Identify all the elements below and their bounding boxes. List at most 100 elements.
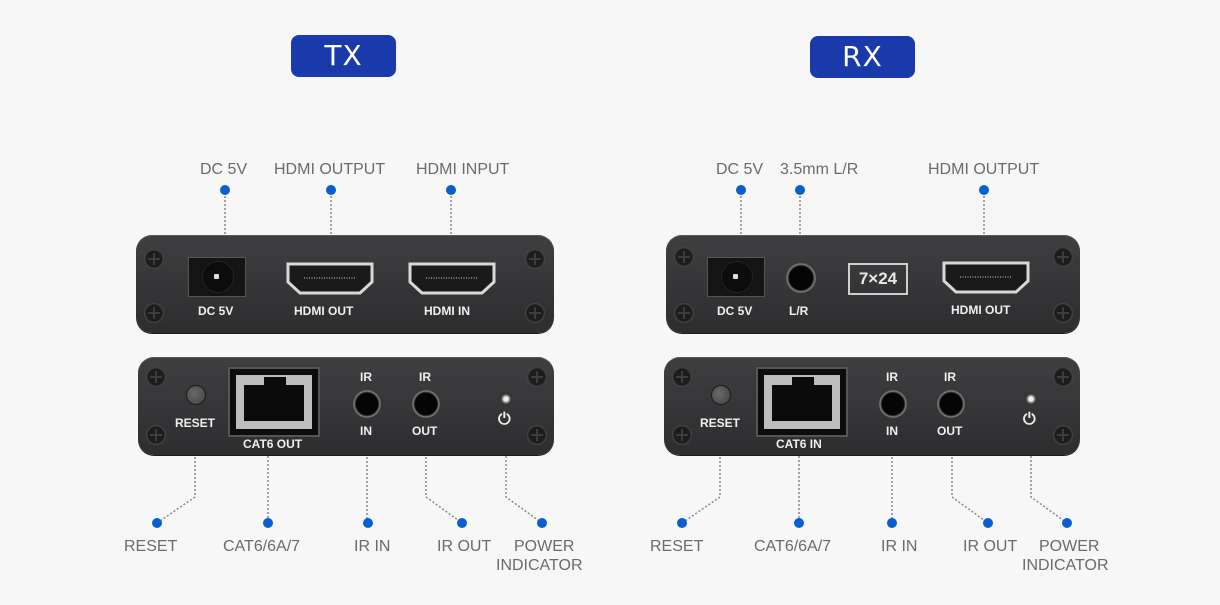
tx-hdmi-out-port-icon bbox=[286, 262, 374, 295]
rx-callout-ir-out: IR OUT bbox=[963, 538, 1018, 555]
screw-icon bbox=[146, 425, 166, 445]
tx-front-panel: DC 5V HDMI OUT HDMI IN bbox=[136, 235, 554, 333]
rx-callout-reset: RESET bbox=[650, 538, 704, 555]
power-icon: ⏻ bbox=[498, 411, 511, 428]
rx-rear-label-ir-in: IN bbox=[886, 424, 898, 438]
tx-rear-label-ir-in-top: IR bbox=[360, 370, 372, 384]
rx-ir-out-jack bbox=[937, 390, 965, 418]
rx-line-ir-out bbox=[951, 405, 989, 524]
tx-line-reset bbox=[156, 405, 196, 524]
rx-line-power bbox=[1030, 440, 1068, 524]
tx-callout-hdmi-input: HDMI INPUT bbox=[416, 161, 510, 178]
screw-icon bbox=[672, 367, 692, 387]
tx-rear-label-cat6: CAT6 OUT bbox=[243, 437, 303, 451]
screw-icon bbox=[1053, 367, 1073, 387]
rx-rear-label-ir-out-top: IR bbox=[944, 370, 956, 384]
screw-icon bbox=[144, 303, 164, 323]
rx-badge: RX bbox=[810, 36, 915, 78]
screw-icon bbox=[146, 367, 166, 387]
rj45-latch bbox=[792, 377, 814, 387]
rx-front-panel: DC 5V L/R 7×24 HDMI OUT bbox=[666, 235, 1080, 333]
rx-ir-in-jack bbox=[879, 390, 907, 418]
tx-dot-hdmi-in bbox=[446, 185, 456, 195]
rx-callout-ir-in: IR IN bbox=[881, 538, 918, 555]
tx-hdmi-in-port-icon bbox=[408, 262, 496, 295]
rx-callout-dc: DC 5V bbox=[716, 161, 764, 178]
power-icon: ⏻ bbox=[1023, 411, 1036, 428]
rx-line-reset bbox=[681, 405, 721, 524]
screw-icon bbox=[527, 425, 547, 445]
rx-hdmi-out-port-icon bbox=[942, 261, 1030, 294]
screw-icon bbox=[1053, 425, 1073, 445]
rx-callout-audio: 3.5mm L/R bbox=[780, 161, 859, 178]
rx-dot-reset bbox=[677, 518, 687, 528]
rx-dot-cat6 bbox=[794, 518, 804, 528]
tx-front-label-hdmi-out: HDMI OUT bbox=[294, 304, 354, 318]
screw-icon bbox=[525, 249, 545, 269]
tx-dot-hdmi-out bbox=[326, 185, 336, 195]
dc-pin bbox=[733, 274, 738, 279]
tx-cat6-port bbox=[228, 367, 320, 437]
rx-callout-hdmi-output: HDMI OUTPUT bbox=[928, 161, 1040, 178]
screw-icon bbox=[144, 249, 164, 269]
screw-icon bbox=[672, 425, 692, 445]
screw-icon bbox=[674, 247, 694, 267]
tx-power-led bbox=[500, 393, 512, 405]
tx-ir-out-jack bbox=[412, 390, 440, 418]
tx-dot-cat6 bbox=[263, 518, 273, 528]
tx-dot-ir-out bbox=[457, 518, 467, 528]
rj45-icon bbox=[772, 385, 832, 421]
rx-rear-label-cat6: CAT6 IN bbox=[776, 437, 822, 451]
tx-dot-power bbox=[537, 518, 547, 528]
rx-callout-indicator: INDICATOR bbox=[1022, 557, 1109, 574]
dc-pin bbox=[214, 274, 219, 279]
tx-front-label-hdmi-in: HDMI IN bbox=[424, 304, 470, 318]
tx-callout-ir-in: IR IN bbox=[354, 538, 391, 555]
screw-icon bbox=[525, 303, 545, 323]
tx-dot-dc bbox=[220, 185, 230, 195]
rj45-frame bbox=[764, 375, 840, 429]
screw-icon bbox=[527, 367, 547, 387]
tx-callout-ir-out: IR OUT bbox=[437, 538, 492, 555]
rx-dot-ir-out bbox=[983, 518, 993, 528]
rx-audio-jack bbox=[786, 263, 816, 293]
tx-rear-panel: RESET CAT6 OUT IR IN IR OUT ⏻ bbox=[138, 357, 554, 455]
rx-front-label-dc: DC 5V bbox=[717, 304, 753, 318]
screw-icon bbox=[1053, 247, 1073, 267]
rx-dc-port bbox=[707, 257, 765, 297]
tx-badge: TX bbox=[291, 35, 396, 77]
tx-callout-cat6: CAT6/6A/7 bbox=[223, 538, 301, 555]
tx-dc-port bbox=[188, 257, 246, 297]
tx-callout-power: POWER bbox=[514, 538, 575, 555]
tx-callout-reset: RESET bbox=[124, 538, 178, 555]
rx-dot-dc bbox=[736, 185, 746, 195]
tx-rear-label-reset: RESET bbox=[175, 416, 216, 430]
tx-rear-label-ir-in: IN bbox=[360, 424, 372, 438]
rj45-icon bbox=[244, 385, 304, 421]
rx-rear-label-ir-out: OUT bbox=[937, 424, 963, 438]
rx-dot-hdmi-out bbox=[979, 185, 989, 195]
rj45-latch bbox=[264, 377, 286, 387]
screw-icon bbox=[1053, 303, 1073, 323]
rx-callout-cat6: CAT6/6A/7 bbox=[754, 538, 832, 555]
rj45-frame bbox=[236, 375, 312, 429]
tx-line-ir-out bbox=[425, 405, 463, 524]
screw-icon bbox=[674, 303, 694, 323]
rx-rear-label-ir-in-top: IR bbox=[886, 370, 898, 384]
rx-reset-button[interactable] bbox=[711, 385, 731, 405]
rx-power-led bbox=[1025, 393, 1037, 405]
tx-ir-in-jack bbox=[353, 390, 381, 418]
rx-dot-ir-in bbox=[887, 518, 897, 528]
rx-dot-power bbox=[1062, 518, 1072, 528]
tx-dot-reset bbox=[152, 518, 162, 528]
tx-line-power bbox=[505, 440, 543, 524]
tx-reset-button[interactable] bbox=[186, 385, 206, 405]
tx-dot-ir-in bbox=[363, 518, 373, 528]
rx-dot-audio bbox=[795, 185, 805, 195]
tx-callout-hdmi-output: HDMI OUTPUT bbox=[274, 161, 386, 178]
tx-front-label-dc: DC 5V bbox=[198, 304, 234, 318]
rx-front-label-audio: L/R bbox=[789, 304, 809, 318]
tx-rear-label-ir-out-top: IR bbox=[419, 370, 431, 384]
tx-rear-label-ir-out: OUT bbox=[412, 424, 438, 438]
tx-callout-indicator: INDICATOR bbox=[496, 557, 583, 574]
